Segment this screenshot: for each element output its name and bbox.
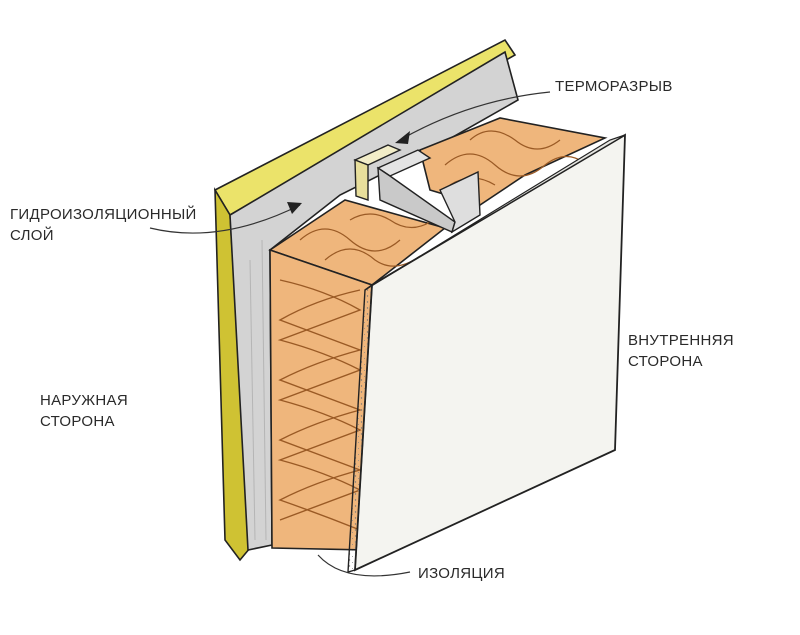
outer-board-edge <box>214 186 251 562</box>
label-insulation: ИЗОЛЯЦИЯ <box>418 565 505 582</box>
thermal-break-leader <box>399 91 551 141</box>
label-inside: ВНУТРЕННЯЯ СТОРОНА <box>628 332 734 370</box>
label-outside: НАРУЖНАЯ СТОРОНА <box>40 392 128 430</box>
thermal-break-block-side <box>354 158 369 201</box>
insulation-top-left-fibers <box>299 213 431 267</box>
label-waterproof-layer: ГИДРОИЗОЛЯЦИОННЫЙ СЛОЙ <box>10 206 197 244</box>
waterproof-arrowhead <box>287 202 302 214</box>
metal-profile-flange-right <box>439 170 481 234</box>
membrane-layer <box>229 50 519 551</box>
insulation-side-fibers <box>277 279 362 521</box>
drywall-side-edge <box>347 283 373 573</box>
label-thermal-break: ТЕРМОРАЗРЫВ <box>555 78 673 95</box>
thermal-break-arrowhead <box>395 131 410 144</box>
waterproof-leader <box>149 204 301 234</box>
insulation-leader <box>317 554 411 577</box>
membrane-shading <box>249 239 267 541</box>
